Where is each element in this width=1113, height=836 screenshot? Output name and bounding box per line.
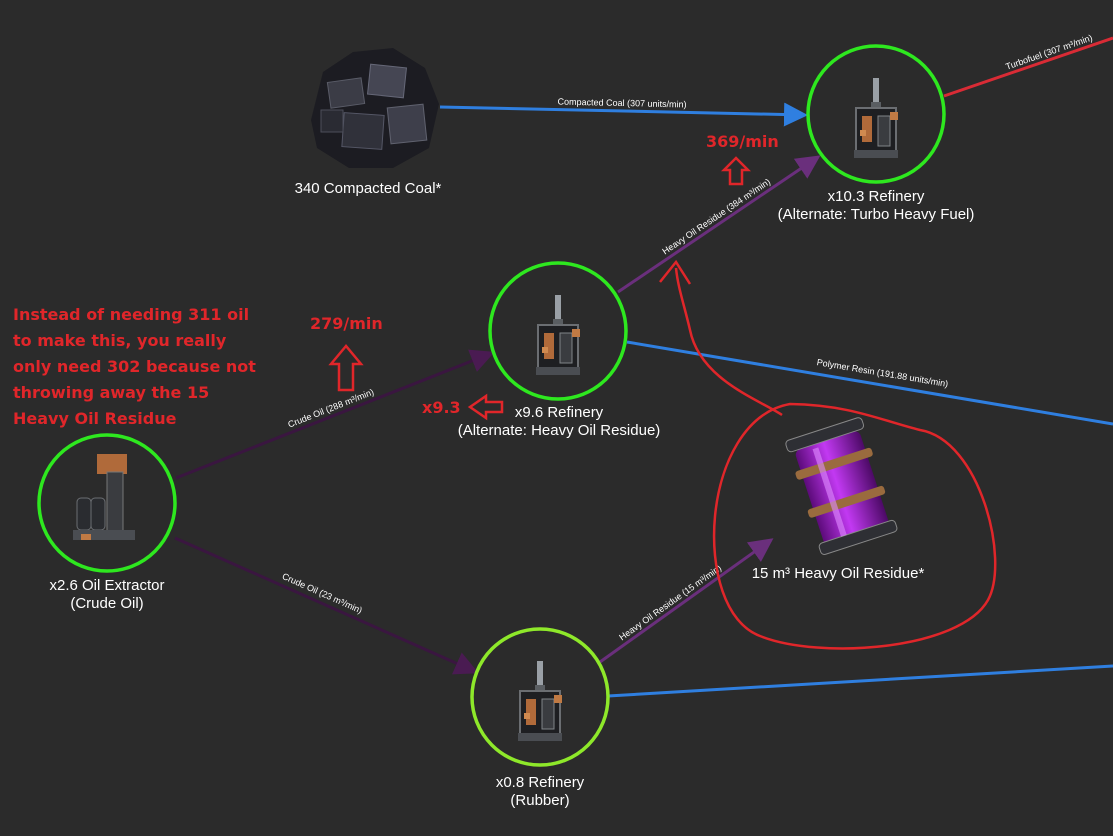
refinery-rubber-node[interactable]: [470, 627, 610, 767]
heavy-oil-residue-canister-icon: [785, 417, 898, 555]
left-arrow: [467, 393, 504, 421]
residue-highlight-loop: [712, 402, 997, 650]
coal-node-label: 340 Compacted Coal*: [295, 180, 442, 198]
reuse-curve-arrowhead: [659, 259, 692, 285]
edge-label-crude-oil-288: Crude Oil (288 m³/min): [286, 387, 375, 430]
edge-heavy-oil-residue-384: [617, 155, 821, 294]
reuse-curve-arrow: [674, 267, 783, 417]
compacted-coal-icon: [311, 48, 439, 168]
edge-label-crude-oil-23: Crude Oil (23 m³/min): [281, 571, 364, 615]
edge-label-heavy-oil-residue-15: Heavy Oil Residue (15 m³/min): [617, 563, 723, 643]
edge-heavy-oil-residue-15: [599, 538, 774, 664]
residue-node-label: 15 m³ Heavy Oil Residue*: [752, 565, 925, 583]
edge-label-heavy-oil-residue-384: Heavy Oil Residue (384 m³/min): [660, 177, 772, 257]
refinery-heavy-oil-residue-recipe: (Alternate: Heavy Oil Residue): [457, 422, 661, 439]
refinery-heavy-oil-residue-label: x9.6 Refinery (Alternate: Heavy Oil Resi…: [458, 404, 661, 440]
refinery-rubber-recipe: (Rubber): [510, 792, 570, 809]
refinery-turbo-count: x10.3 Refinery: [827, 188, 925, 205]
edge-polymer-resin: [626, 340, 1113, 426]
refinery-heavy-oil-residue-count: x9.6 Refinery: [514, 404, 604, 421]
edge-rubber-output: [607, 664, 1113, 698]
oil-extractor-icon: [73, 454, 135, 540]
annotation-rate-middle: 279/min: [310, 314, 383, 333]
oil-extractor-label: x2.6 Oil Extractor (Crude Oil): [49, 577, 164, 613]
residue-label: 15 m³ Heavy Oil Residue*: [751, 565, 925, 582]
annotation-multiplier: x9.3: [422, 398, 461, 417]
oil-extractor-recipe: (Crude Oil): [70, 595, 144, 612]
edge-label-compacted-coal: Compacted Coal (307 units/min): [557, 97, 686, 110]
refinery-heavy-oil-residue-node[interactable]: [488, 261, 628, 401]
refinery-rubber-count: x0.8 Refinery: [495, 774, 585, 791]
annotation-rate-upper: 369/min: [706, 132, 779, 151]
refinery-turbo-label: x10.3 Refinery (Alternate: Turbo Heavy F…: [778, 188, 975, 224]
oil-extractor-node[interactable]: [37, 433, 177, 573]
refinery-turbo-node[interactable]: [806, 44, 946, 184]
edge-crude-oil-23: [174, 536, 479, 675]
annotation-note: Instead of needing 311 oil to make this,…: [13, 305, 256, 428]
edge-label-turbofuel: Turbofuel (307 m³/min): [1004, 33, 1093, 72]
coal-label: 340 Compacted Coal*: [294, 180, 442, 197]
edge-compacted-coal: [439, 102, 808, 127]
up-arrow-upper: [720, 156, 752, 186]
edge-turbofuel: [943, 36, 1113, 98]
refinery-rubber-label: x0.8 Refinery (Rubber): [496, 774, 584, 810]
oil-extractor-count: x2.6 Oil Extractor: [49, 577, 165, 594]
up-arrow-middle: [328, 344, 364, 392]
edge-crude-oil-288: [175, 349, 495, 480]
refinery-turbo-recipe: (Alternate: Turbo Heavy Fuel): [777, 206, 975, 223]
